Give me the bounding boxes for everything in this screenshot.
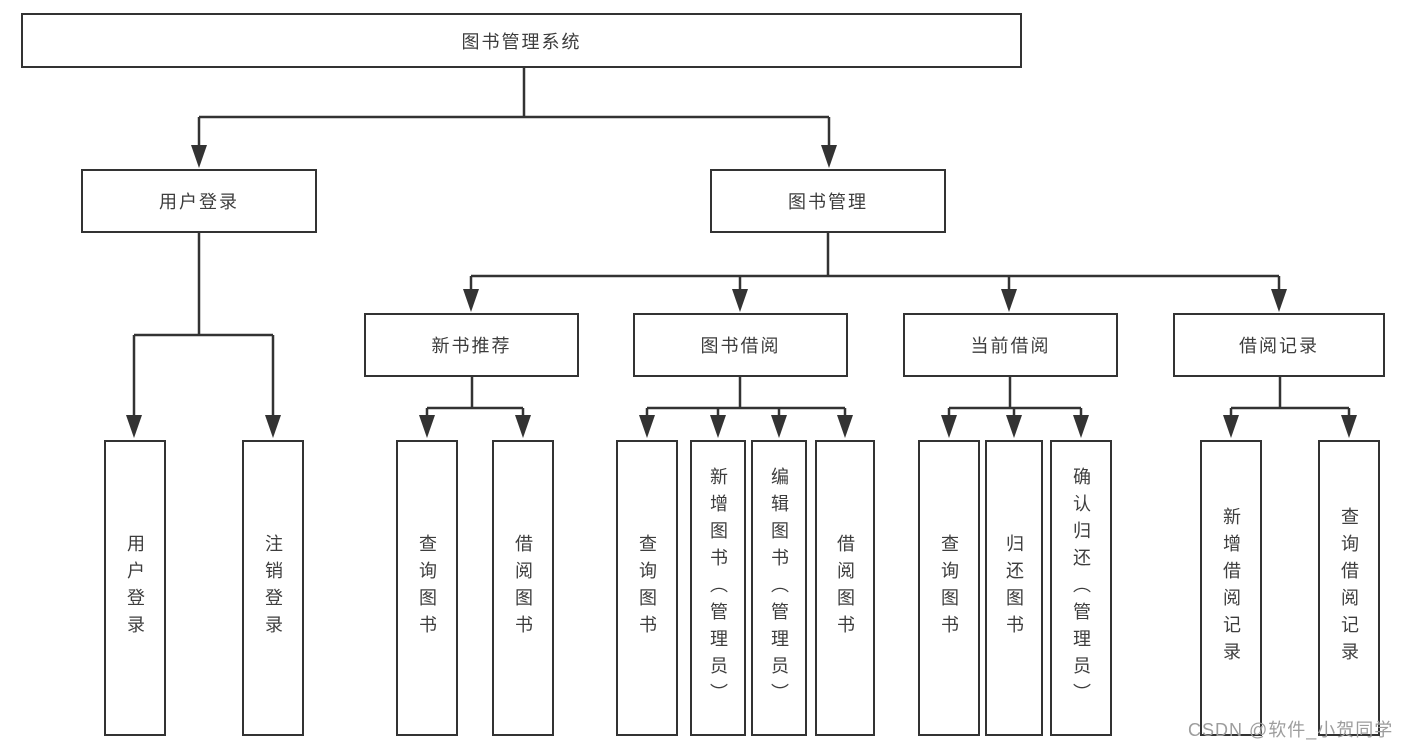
connector-user-login-branch: [132, 233, 275, 416]
leaf-return-book: 归还图书: [985, 440, 1043, 736]
leaf-add-borrow-record: 新增借阅记录: [1200, 440, 1262, 736]
leaf-user-login: 用户登录: [104, 440, 166, 736]
node-borrow-record: 借阅记录: [1173, 313, 1385, 377]
leaf-add-book-admin: 新增图书（管理员）: [690, 440, 746, 736]
node-current-borrow: 当前借阅: [903, 313, 1118, 377]
leaf-query-borrow-record: 查询借阅记录: [1318, 440, 1380, 736]
node-book-management: 图书管理: [710, 169, 946, 233]
node-root-system: 图书管理系统: [21, 13, 1022, 68]
connector-new-book-branch: [425, 377, 525, 416]
arrowheads: [126, 145, 1357, 438]
leaf-borrow-query-book: 查询图书: [616, 440, 678, 736]
leaf-logout: 注销登录: [242, 440, 304, 736]
connector-borrow-record-branch: [1229, 377, 1351, 416]
leaf-recommend-query-book: 查询图书: [396, 440, 458, 736]
connector-current-borrow-branch: [947, 377, 1083, 416]
connector-root-branch: [197, 68, 831, 147]
node-book-borrow: 图书借阅: [633, 313, 848, 377]
node-new-book-recommend: 新书推荐: [364, 313, 579, 377]
leaf-borrow-book: 借阅图书: [815, 440, 875, 736]
leaf-recommend-borrow-book: 借阅图书: [492, 440, 554, 736]
leaf-confirm-return-admin: 确认归还（管理员）: [1050, 440, 1112, 736]
leaf-current-query-book: 查询图书: [918, 440, 980, 736]
csdn-watermark: CSDN @软件_小贺同学: [1188, 720, 1394, 740]
leaf-edit-book-admin: 编辑图书（管理员）: [751, 440, 807, 736]
connector-book-management-branch: [469, 233, 1281, 290]
connector-book-borrow-branch: [645, 377, 847, 416]
node-user-login: 用户登录: [81, 169, 317, 233]
